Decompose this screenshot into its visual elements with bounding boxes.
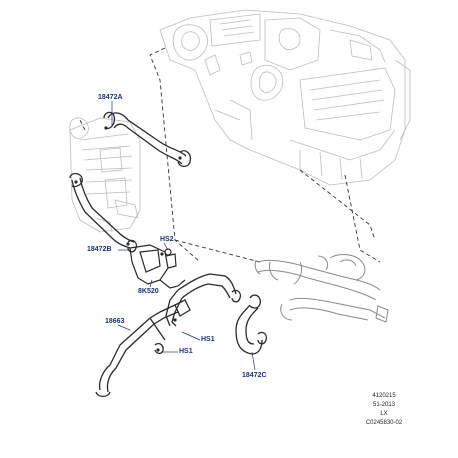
routing-dashed-lines — [79, 47, 381, 263]
callout-hs2: HS2 — [160, 236, 174, 243]
reference-line-3: LX — [380, 411, 388, 417]
callout-hs1-upper: HS1 — [201, 336, 215, 343]
hose-18472c — [235, 294, 268, 355]
reference-line-2: 51-2013 — [372, 402, 396, 408]
drawing-reference: 4120215 51-2013 LX C0245830-02 — [354, 392, 414, 428]
callout-leaders — [111, 101, 256, 371]
callout-18472b: 18472B — [87, 246, 112, 253]
reference-line-1: 4120215 — [372, 393, 396, 399]
reference-line-4: C0245830-02 — [365, 420, 403, 426]
thermostat-housing-8k520 — [129, 244, 186, 289]
callout-18472a: 18472A — [98, 94, 123, 101]
hose-18472b — [69, 172, 138, 253]
callout-18472c: 18472C — [242, 372, 267, 379]
heater-pipes — [254, 254, 389, 323]
callout-18663: 18663 — [105, 318, 125, 325]
callout-hs1-lower: HS1 — [179, 348, 193, 355]
hose-clamps — [74, 126, 182, 352]
hose-center — [165, 273, 242, 327]
hose-18472a — [103, 111, 192, 168]
pipe-18663 — [95, 299, 191, 398]
hvac-unit — [159, 9, 411, 186]
callout-8k520: 8K520 — [138, 288, 159, 295]
